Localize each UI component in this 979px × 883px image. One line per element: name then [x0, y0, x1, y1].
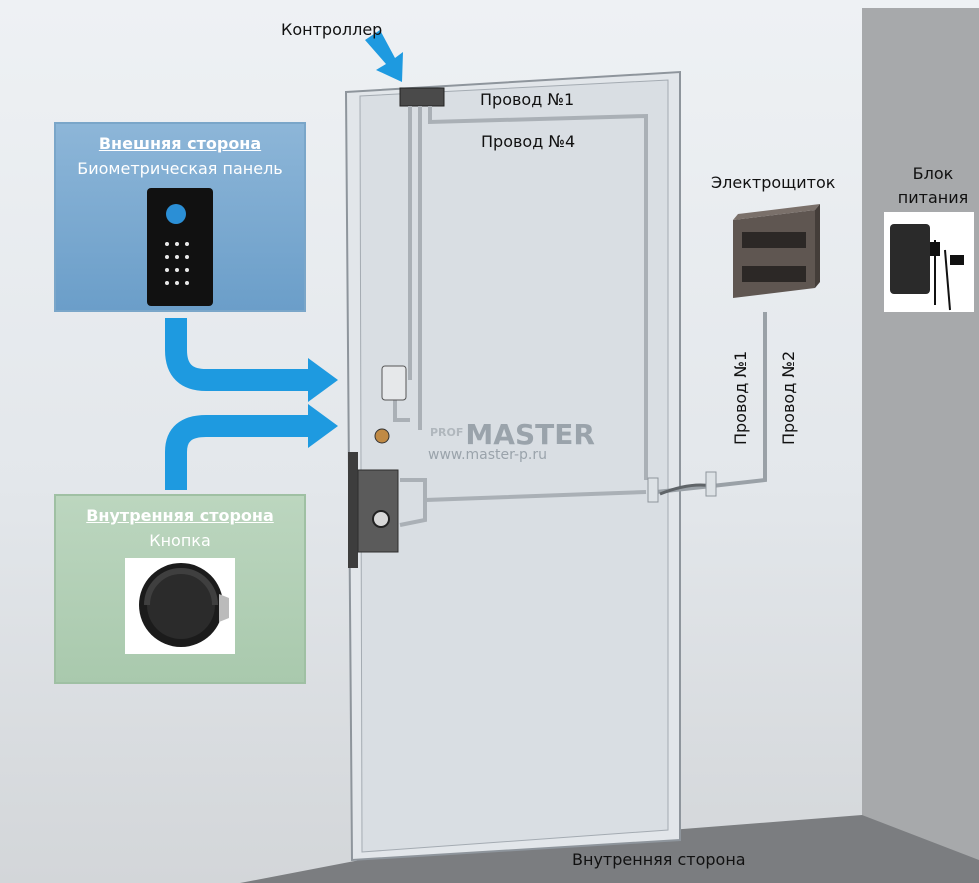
watermark-url: www.master-p.ru [428, 447, 548, 463]
controller-label: Контроллер [281, 20, 383, 39]
inner-side-title: Внутренняя сторона [86, 506, 274, 525]
lock-cylinder [372, 510, 390, 528]
inner-arrowhead [308, 404, 338, 448]
outer-side-title: Внешняя сторона [98, 134, 262, 153]
watermark-logo: PROFMASTER [430, 418, 595, 451]
bottom-label: Внутренняя сторона [572, 850, 746, 869]
exit-button-icon [125, 558, 235, 654]
inner-side-card: Внутренняя сторона Кнопка [54, 494, 306, 684]
outer-side-subtitle: Биометрическая панель [77, 159, 283, 178]
floor [240, 815, 979, 883]
psu-label: Блок питания [897, 164, 969, 207]
wire4-top-label: Провод №4 [481, 132, 576, 151]
wire-clip-1 [647, 477, 659, 503]
wire1-top-label: Провод №1 [480, 90, 575, 109]
side-wall [862, 8, 979, 883]
power-supply [884, 212, 974, 312]
wire-to-panel [655, 312, 767, 494]
door-sensor [381, 365, 407, 401]
lock-strip [348, 452, 358, 568]
biometric-panel-icon [147, 188, 213, 306]
panel-label: Электрощиток [711, 173, 836, 192]
inner-flow-arrow [165, 415, 310, 490]
door-wiring [393, 106, 648, 527]
wire2-side-label: Провод №2 [779, 350, 798, 445]
door-button-knob [374, 428, 390, 444]
wire1-side-label: Провод №1 [731, 350, 750, 445]
door-leaf [359, 79, 669, 853]
controller [399, 87, 445, 107]
electrical-panel [733, 204, 820, 298]
outer-arrowhead [308, 358, 338, 402]
outer-flow-arrow [165, 318, 310, 391]
controller-pointer [365, 30, 403, 82]
wire-clip-2 [705, 471, 717, 497]
inner-side-subtitle: Кнопка [149, 531, 211, 550]
outer-side-card: Внешняя сторона Биометрическая панель [54, 122, 306, 312]
